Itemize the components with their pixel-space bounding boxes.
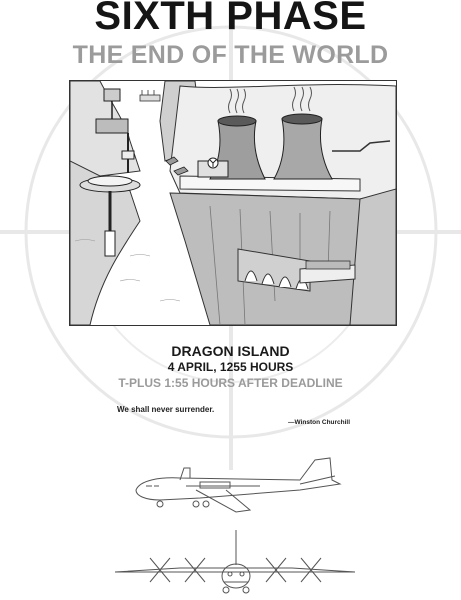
aircraft-drawings xyxy=(114,457,356,594)
island-illustration xyxy=(69,80,397,326)
epigraph-quote: We shall never surrender. xyxy=(117,405,215,414)
tplus-line: T-PLUS 1:55 HOURS AFTER DEADLINE xyxy=(118,376,343,390)
page-title: SIXTH PHASE xyxy=(94,0,367,38)
cargo-plane-side-icon xyxy=(135,457,342,513)
epigraph-attribution: —Winston Churchill xyxy=(288,419,351,426)
island-fortress-illustration xyxy=(70,81,396,325)
datetime-line: 4 APRIL, 1255 HOURS xyxy=(167,360,294,374)
tower-structure-icon xyxy=(79,88,141,257)
cargo-plane-front-icon xyxy=(114,530,356,594)
page-subtitle: THE END OF THE WORLD xyxy=(72,41,389,69)
location-heading: DRAGON ISLAND xyxy=(171,343,290,359)
